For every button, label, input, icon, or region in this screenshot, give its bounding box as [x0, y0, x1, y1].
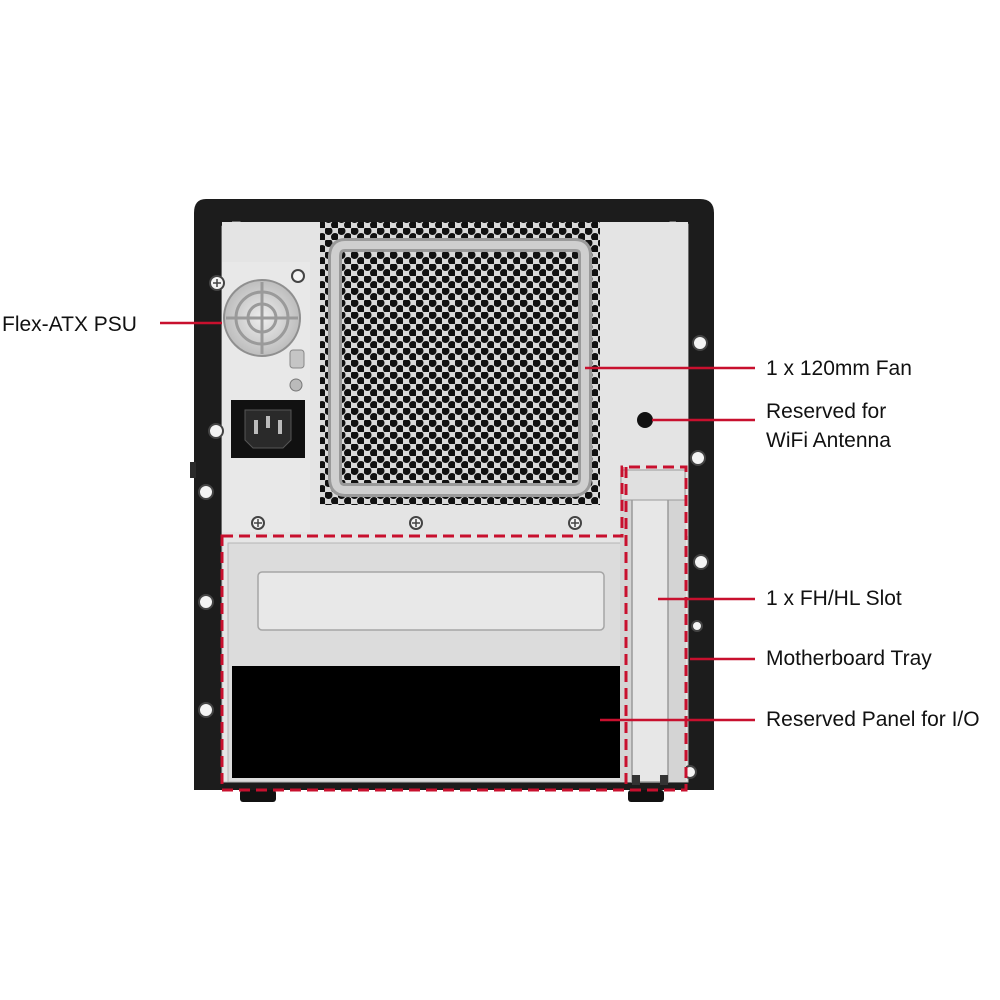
- expansion-slot: [620, 469, 686, 785]
- motherboard-tray: [227, 542, 627, 783]
- callout-slot: 1 x FH/HL Slot: [766, 587, 902, 610]
- callout-leaders: [160, 321, 755, 722]
- callout-fan: 1 x 120mm Fan: [766, 357, 912, 380]
- io-panel: [232, 666, 620, 778]
- foot-right: [628, 790, 664, 802]
- chassis-screws: [198, 269, 709, 779]
- callout-io: Reserved Panel for I/O: [766, 708, 980, 731]
- fan-vent: [320, 222, 600, 505]
- callout-tray: Motherboard Tray: [766, 647, 932, 670]
- psu-module: [222, 262, 310, 532]
- callout-wifi: Reserved for WiFi Antenna: [766, 397, 891, 455]
- callout-wifi-line2: WiFi Antenna: [766, 429, 891, 452]
- foot-left: [240, 790, 276, 802]
- callout-psu: Flex-ATX PSU: [2, 313, 137, 336]
- wifi-antenna-hole: [637, 412, 653, 428]
- tray-highlight-outline: [220, 465, 688, 792]
- callout-wifi-line1: Reserved for: [766, 400, 887, 423]
